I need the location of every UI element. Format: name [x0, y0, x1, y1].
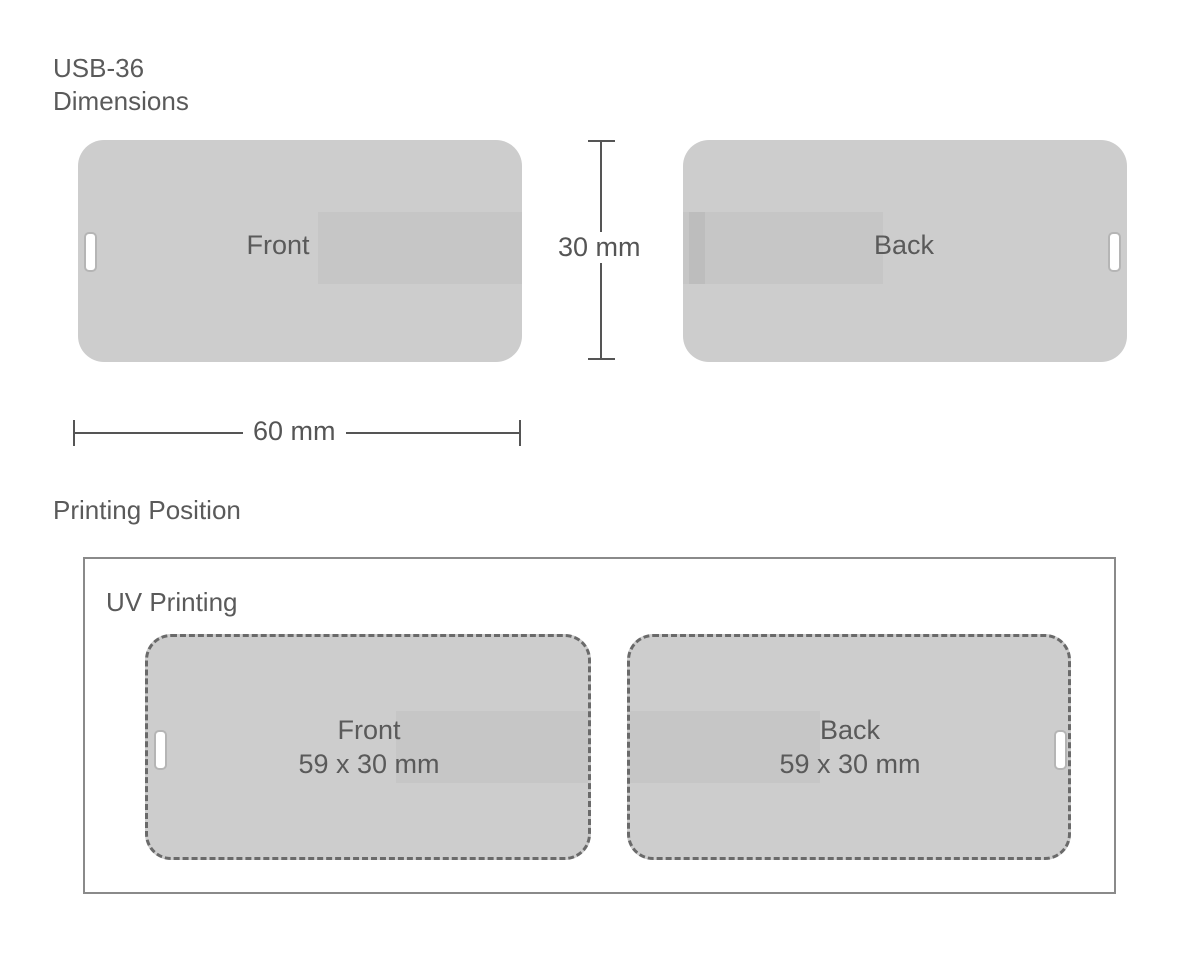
connector-strip — [630, 711, 820, 783]
uv-printing-panel — [83, 557, 1116, 894]
product-model: USB-36 — [53, 53, 145, 83]
print-area-back-label: Back — [819, 715, 881, 745]
printing-position-heading: Printing Position — [53, 495, 241, 525]
height-dimension-cap-top — [588, 140, 615, 142]
print-area-front: Front 59 x 30 mm — [145, 634, 591, 860]
print-area-front-size: 59 x 30 mm — [298, 749, 440, 779]
lanyard-hole — [84, 232, 97, 272]
header-title-block: USB-36 Dimensions — [53, 52, 189, 118]
connector-strip — [396, 711, 588, 783]
print-area-back: Back 59 x 30 mm — [627, 634, 1071, 860]
card-back-label: Back — [873, 230, 935, 260]
width-dimension-label: 60 mm — [243, 416, 346, 447]
width-dimension-cap-right — [519, 420, 521, 446]
print-area-back-size: 59 x 30 mm — [779, 749, 921, 779]
print-area-front-label: Front — [337, 715, 401, 745]
connector-edge — [689, 212, 705, 284]
height-dimension-cap-bottom — [588, 358, 615, 360]
height-dimension-label: 30 mm — [556, 232, 643, 263]
card-front-view: Front — [78, 140, 522, 362]
card-back-view: Back — [683, 140, 1127, 362]
lanyard-hole — [1108, 232, 1121, 272]
card-front-label: Front — [246, 230, 310, 260]
lanyard-hole — [154, 730, 167, 770]
connector-strip — [683, 212, 883, 284]
connector-strip — [318, 212, 522, 284]
lanyard-hole — [1054, 730, 1067, 770]
dimensions-heading: Dimensions — [53, 86, 189, 116]
width-dimension-cap-left — [73, 420, 75, 446]
uv-printing-heading: UV Printing — [106, 587, 238, 617]
